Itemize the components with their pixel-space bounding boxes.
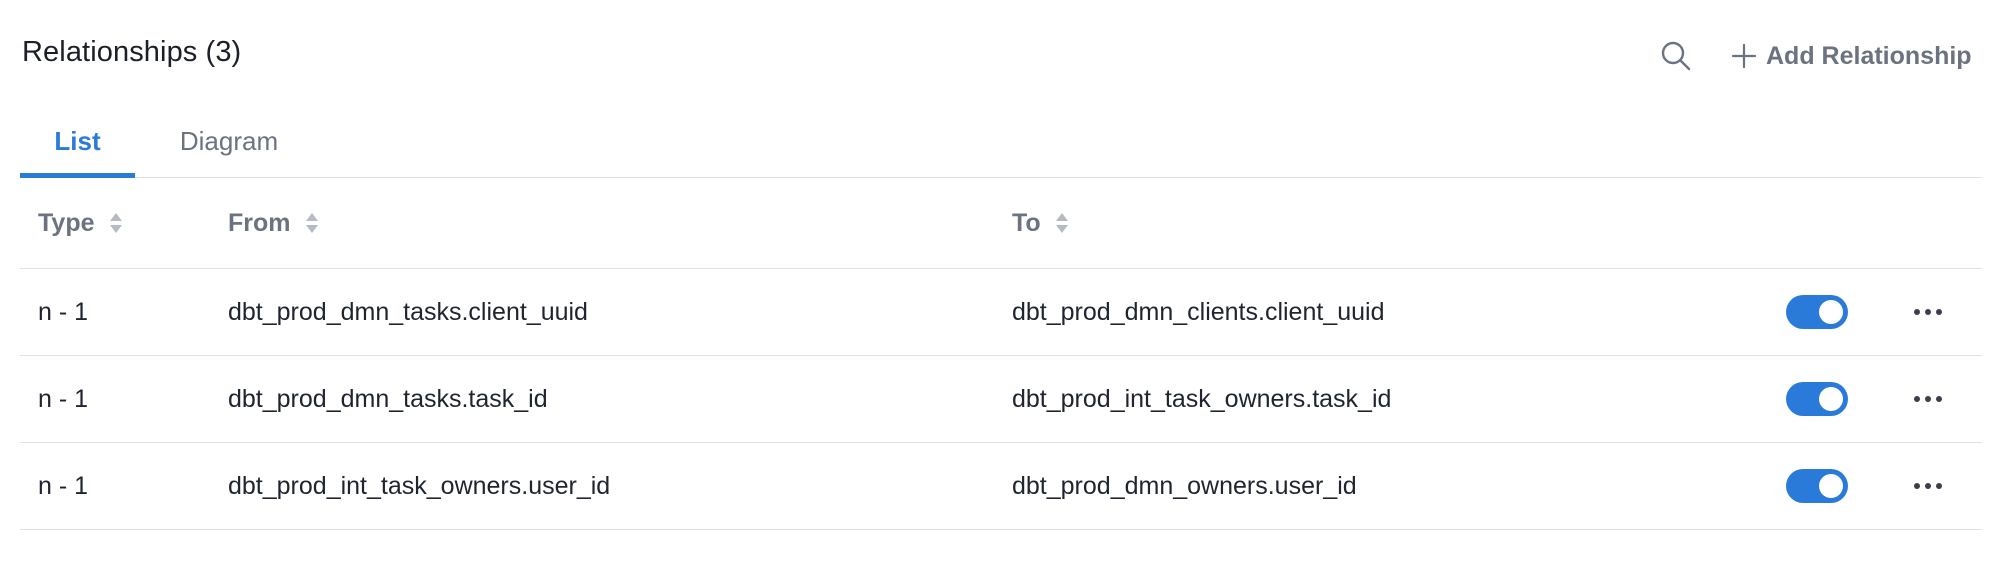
cell-to: dbt_prod_dmn_clients.client_uuid	[1012, 297, 1385, 326]
enabled-toggle[interactable]	[1786, 295, 1848, 329]
table-row: n - 1 dbt_prod_int_task_owners.user_id d…	[20, 443, 1982, 530]
sort-icon	[1055, 213, 1068, 233]
add-relationship-label: Add Relationship	[1766, 41, 1972, 70]
view-tabs: List Diagram	[20, 118, 1982, 178]
more-horizontal-icon	[1914, 396, 1942, 402]
plus-icon	[1731, 43, 1757, 69]
row-menu-button[interactable]	[1908, 384, 1948, 414]
tab-diagram[interactable]: Diagram	[179, 126, 279, 156]
cell-from: dbt_prod_dmn_tasks.task_id	[228, 384, 548, 413]
column-header-type[interactable]: Type	[38, 178, 123, 268]
more-horizontal-icon	[1914, 483, 1942, 489]
cell-to: dbt_prod_dmn_owners.user_id	[1012, 471, 1357, 500]
cell-type: n - 1	[38, 297, 89, 326]
sort-icon	[109, 213, 122, 233]
toggle-knob	[1819, 387, 1843, 411]
row-menu-button[interactable]	[1908, 471, 1948, 501]
table-header: Type From To	[20, 178, 1982, 269]
sort-icon	[305, 213, 318, 233]
more-horizontal-icon	[1914, 309, 1942, 315]
table-row: n - 1 dbt_prod_dmn_tasks.client_uuid dbt…	[20, 269, 1982, 356]
cell-from: dbt_prod_int_task_owners.user_id	[228, 471, 611, 500]
relationships-table: Type From To	[20, 178, 1982, 530]
add-relationship-button[interactable]: Add Relationship	[1730, 36, 1972, 76]
toggle-knob	[1819, 300, 1843, 324]
cell-from: dbt_prod_dmn_tasks.client_uuid	[228, 297, 588, 326]
tab-list[interactable]: List	[20, 118, 135, 178]
enabled-toggle[interactable]	[1786, 382, 1848, 416]
cell-type: n - 1	[38, 471, 89, 500]
cell-type: n - 1	[38, 384, 89, 413]
column-header-label: Type	[38, 208, 95, 237]
column-header-label: From	[228, 208, 291, 237]
toggle-knob	[1819, 474, 1843, 498]
column-header-from[interactable]: From	[228, 178, 319, 268]
search-icon	[1661, 41, 1691, 71]
column-header-label: To	[1012, 208, 1041, 237]
row-menu-button[interactable]	[1908, 297, 1948, 327]
column-header-to[interactable]: To	[1012, 178, 1069, 268]
table-row: n - 1 dbt_prod_dmn_tasks.task_id dbt_pro…	[20, 356, 1982, 443]
relationships-panel: Relationships (3) Add Relationship List …	[20, 0, 1982, 581]
panel-header: Relationships (3) Add Relationship	[20, 30, 1982, 82]
search-button[interactable]	[1656, 36, 1696, 76]
enabled-toggle[interactable]	[1786, 469, 1848, 503]
page-title: Relationships (3)	[22, 36, 242, 68]
cell-to: dbt_prod_int_task_owners.task_id	[1012, 384, 1392, 413]
